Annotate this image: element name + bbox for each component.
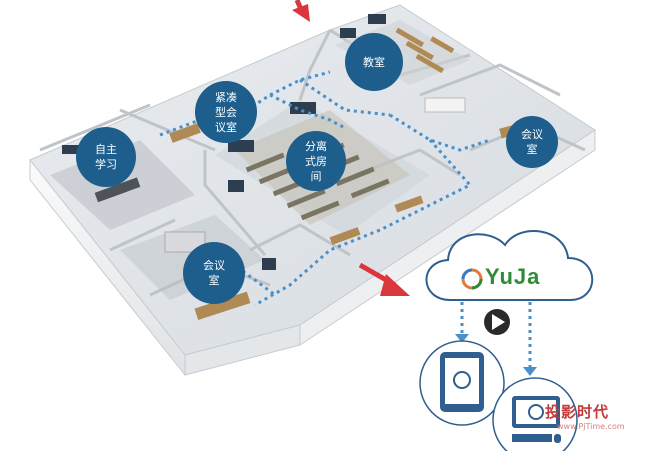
watermark-url: www.PjTime.com — [557, 422, 625, 431]
meeting-furniture — [94, 97, 529, 321]
yuja-cloud — [425, 230, 594, 301]
yuja-brand-text: YuJa — [485, 264, 541, 289]
room-label-meeting-room-bottom: 会议 室 — [183, 242, 245, 304]
bottom-arrow-icon — [358, 262, 410, 296]
cloud-down-links — [460, 302, 532, 368]
wall-screens — [62, 14, 386, 270]
desktop-computer-icon — [492, 377, 578, 451]
room-label-compact-meeting: 紧凑 型会 议室 — [195, 81, 257, 143]
room-label-classroom: 教室 — [345, 33, 403, 91]
tablet-icon — [419, 340, 505, 426]
yuja-logo-icon — [461, 268, 483, 290]
top-arrow-icon — [292, 0, 310, 22]
play-icon — [484, 309, 510, 335]
watermark-title: 投影时代 — [545, 403, 610, 421]
room-label-self-study: 自主 学习 — [76, 127, 136, 187]
room-label-meeting-room-right: 会议 室 — [506, 116, 558, 168]
down-arrowheads — [455, 334, 537, 376]
classroom-desks — [395, 27, 455, 74]
room-label-divisible-room: 分离 式房 间 — [286, 131, 346, 191]
